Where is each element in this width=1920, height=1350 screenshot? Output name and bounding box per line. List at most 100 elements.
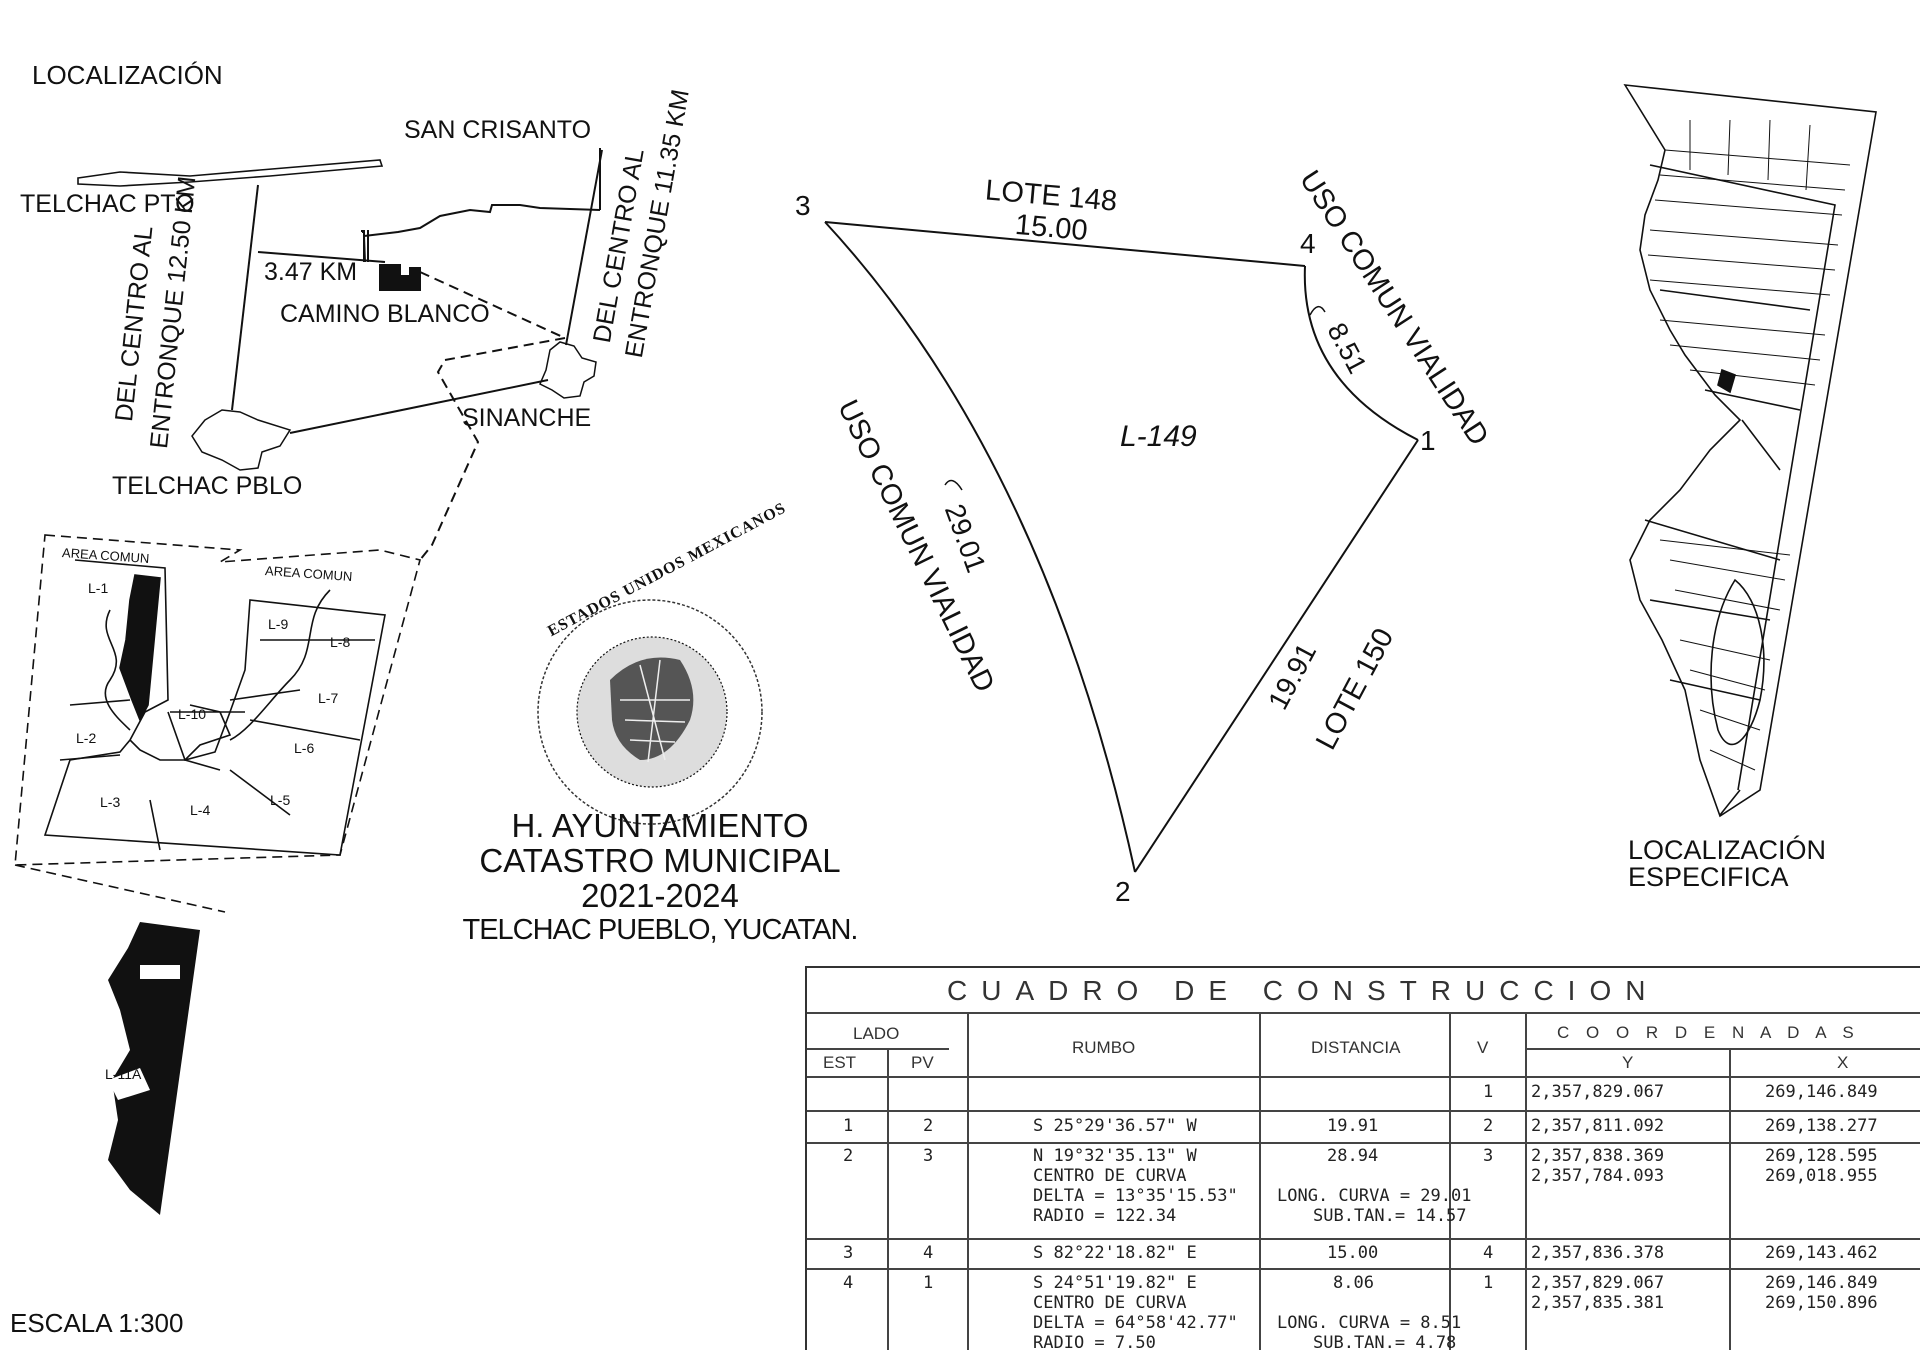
- cell-pv: 4: [923, 1243, 934, 1263]
- cell-pv: 1: [923, 1273, 934, 1293]
- label-sinanche: SINANCHE: [462, 404, 592, 432]
- cell-curve-y: 2,357,784.093: [1531, 1166, 1665, 1186]
- seal-eagle-detail: [620, 659, 690, 763]
- header-v: V: [1477, 1038, 1489, 1057]
- subdivision-map: [14, 534, 421, 866]
- cell-v: 3: [1483, 1146, 1494, 1166]
- header-est: EST: [823, 1053, 857, 1072]
- specific-inner-road: [1649, 164, 1836, 816]
- dashed-link: [419, 271, 566, 339]
- table-rule: [967, 1014, 969, 1350]
- label-distance-km: 3.47 KM: [264, 258, 358, 286]
- cell-rumbo: S 24°51'19.82" E: [1033, 1273, 1197, 1293]
- strip-map: [14, 864, 226, 1215]
- header-coordenadas: C O O R D E N A D A S: [1557, 1023, 1860, 1042]
- table-rule: [1525, 1014, 1527, 1350]
- vertex-4: 4: [1300, 228, 1316, 259]
- construction-table: CUADRO DE CONSTRUCCION LADO EST PV RUMBO…: [805, 966, 1920, 1350]
- cell-distancia: 19.91: [1327, 1116, 1379, 1136]
- location-map: [77, 148, 603, 561]
- specific-marker: [1717, 368, 1736, 394]
- table-title: CUADRO DE CONSTRUCCION: [807, 968, 1920, 1014]
- road-telchac-sinanche: [289, 379, 549, 434]
- cell-y: 2,357,811.092: [1531, 1116, 1665, 1136]
- lot-label: L-9: [268, 616, 289, 632]
- lot-label: L-4: [190, 802, 211, 818]
- lot-label: L-7: [318, 690, 339, 706]
- cell-pv: 3: [923, 1146, 934, 1166]
- cell-curve-center: CENTRO DE CURVA: [1033, 1293, 1187, 1313]
- specific-oval: [1710, 578, 1765, 746]
- cell-distancia: 8.06: [1333, 1273, 1374, 1293]
- cell-est: 4: [843, 1273, 854, 1293]
- cell-v: 2: [1483, 1116, 1494, 1136]
- national-seal: [537, 599, 763, 825]
- title-location: TELCHAC PUEBLO, YUCATAN.: [462, 914, 859, 946]
- title-period: 2021-2024: [581, 877, 739, 914]
- side-1-2: [1134, 439, 1419, 873]
- cell-curve-subtan: SUB.TAN.= 14.57: [1313, 1206, 1467, 1226]
- label-lot-main: L-149: [1120, 420, 1197, 453]
- cell-x: 269,146.849: [1765, 1273, 1878, 1293]
- table-rule: [807, 1048, 949, 1050]
- cell-v: 4: [1483, 1243, 1494, 1263]
- sinanche-town: [539, 341, 597, 399]
- cell-x: 269,146.849: [1765, 1082, 1878, 1102]
- strip-black: [108, 922, 200, 1215]
- telchac-pblo-town: [191, 409, 292, 471]
- lot-label: L-5: [270, 792, 291, 808]
- header-lado: LADO: [853, 1024, 900, 1043]
- seal-ring: [537, 599, 763, 825]
- cell-y: 2,357,836.378: [1531, 1243, 1665, 1263]
- label-telchac-pto: TELCHAC PTO: [20, 190, 195, 218]
- header-y: Y: [1622, 1053, 1634, 1072]
- header-rumbo: RUMBO: [1072, 1038, 1136, 1057]
- side-4-1-curve: [1303, 265, 1419, 441]
- subdivision-outline: [43, 559, 386, 856]
- lot-polygon: [824, 221, 1419, 873]
- specific-location-plan: [1623, 84, 1877, 818]
- cell-pv: 2: [923, 1116, 934, 1136]
- lot-lines: [59, 639, 375, 851]
- cell-distancia: 28.94: [1327, 1146, 1379, 1166]
- lot-label: L-6: [294, 740, 315, 756]
- label-loc-especifica-2: ESPECIFICA: [1628, 862, 1789, 892]
- table-rule: [807, 1142, 1920, 1144]
- specific-outline: [1623, 84, 1877, 818]
- cell-v: 1: [1483, 1082, 1494, 1102]
- cell-x: 269,128.595: [1765, 1146, 1878, 1166]
- side-3-4: [824, 221, 1306, 267]
- cell-rumbo: N 19°32'35.13" W: [1033, 1146, 1197, 1166]
- title-catastro: CATASTRO MUNICIPAL: [479, 842, 841, 879]
- cell-y: 2,357,829.067: [1531, 1082, 1665, 1102]
- label-loc-especifica-1: LOCALIZACIÓN: [1628, 835, 1827, 865]
- cell-est: 1: [843, 1116, 854, 1136]
- specific-inner-divider: [1644, 289, 1811, 701]
- scale-label: ESCALA 1:300: [10, 1308, 184, 1338]
- vertex-1: 1: [1420, 425, 1436, 456]
- subdivision-dashed-boundary: [14, 534, 421, 866]
- road-north-link: [362, 204, 601, 263]
- cell-est: 3: [843, 1243, 854, 1263]
- cell-curve-radio: RADIO = 7.50: [1033, 1333, 1156, 1350]
- road-curve-1: [104, 609, 131, 731]
- label-camino-blanco: CAMINO BLANCO: [280, 300, 490, 328]
- specific-lot-grid: [1647, 119, 1851, 771]
- label-dim-15: 15.00: [1013, 208, 1089, 248]
- table-rule: [807, 1238, 1920, 1240]
- lot-label: L-8: [330, 634, 351, 650]
- table-rule: [1449, 1014, 1451, 1350]
- cell-curve-subtan: SUB.TAN.= 4.78: [1313, 1333, 1457, 1350]
- table-rule: [1259, 1014, 1261, 1350]
- cell-curve-delta: DELTA = 64°58'42.77": [1033, 1313, 1238, 1333]
- cell-est: 2: [843, 1146, 854, 1166]
- cell-v: 1: [1483, 1273, 1494, 1293]
- cell-curve-delta: DELTA = 13°35'15.53": [1033, 1186, 1238, 1206]
- header-x: X: [1837, 1053, 1849, 1072]
- cell-rumbo: S 82°22'18.82" E: [1033, 1243, 1197, 1263]
- camino-blanco-block: [379, 264, 421, 291]
- vertex-3: 3: [795, 190, 811, 221]
- lot-label: L-3: [100, 794, 121, 810]
